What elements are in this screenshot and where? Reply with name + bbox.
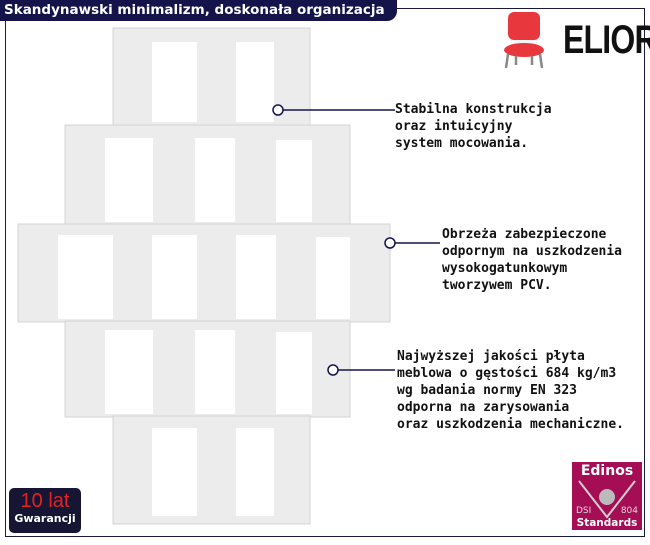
feature-construction: Stabilna konstrukcja oraz intuicyjny sys… xyxy=(395,102,552,151)
certificate-left: DSI xyxy=(576,506,592,516)
certificate-name: Edinos xyxy=(580,463,634,479)
headline: Skandynawski minimalizm, doskonała organ… xyxy=(0,0,397,21)
chair-logo-icon xyxy=(504,12,544,69)
warranty-years: 10 lat xyxy=(20,490,70,512)
warranty-label: Gwarancji xyxy=(14,512,76,525)
feature-board: Najwyższej jakości płyta meblowa o gęsto… xyxy=(397,349,624,432)
certificate-badge: Edinos DSI 804 Standards xyxy=(572,462,642,530)
certificate-label: Standards xyxy=(576,517,638,529)
feature-edges: Obrzeża zabezpieczone odpornym na uszkod… xyxy=(442,227,623,293)
brand-name: ELIOR xyxy=(563,18,650,62)
certificate-v-icon xyxy=(578,480,636,519)
certificate-right: 804 xyxy=(620,506,638,516)
warranty-badge: 10 lat Gwarancji xyxy=(9,488,81,533)
